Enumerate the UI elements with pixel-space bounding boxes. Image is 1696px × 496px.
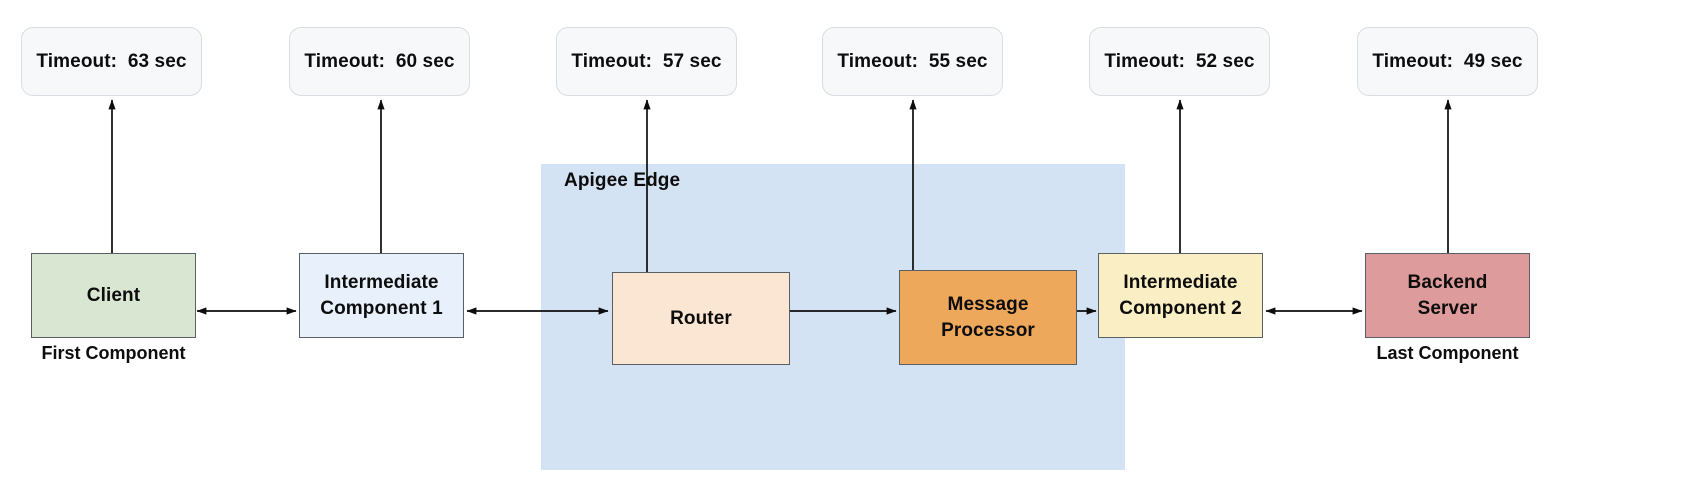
timeout-label-client: Timeout: 63 sec (36, 50, 187, 72)
timeout-box-intermediate-1: Timeout: 60 sec (289, 27, 470, 96)
timeout-box-client: Timeout: 63 sec (21, 27, 202, 96)
timeout-box-backend-server: Timeout: 49 sec (1357, 27, 1538, 96)
caption-last-component: Last Component (1376, 343, 1519, 363)
node-label-router: Router (670, 307, 732, 329)
timeout-box-intermediate-2: Timeout: 52 sec (1089, 27, 1270, 96)
timeout-box-router: Timeout: 57 sec (556, 27, 737, 96)
timeout-label-backend-server: Timeout: 49 sec (1372, 50, 1523, 72)
timeout-label-router: Timeout: 57 sec (571, 50, 722, 72)
timeout-label-intermediate-1: Timeout: 60 sec (304, 50, 455, 72)
node-label-client: Client (86, 284, 141, 306)
timeout-label-message-processor: Timeout: 55 sec (837, 50, 988, 72)
timeout-box-message-processor: Timeout: 55 sec (822, 27, 1003, 96)
timeout-label-intermediate-2: Timeout: 52 sec (1104, 50, 1255, 72)
node-router[interactable]: Router (612, 272, 790, 365)
caption-first-component: First Component (41, 343, 186, 363)
apigee-edge-group-label: Apigee Edge (564, 170, 681, 191)
node-client[interactable]: Client (31, 253, 196, 338)
